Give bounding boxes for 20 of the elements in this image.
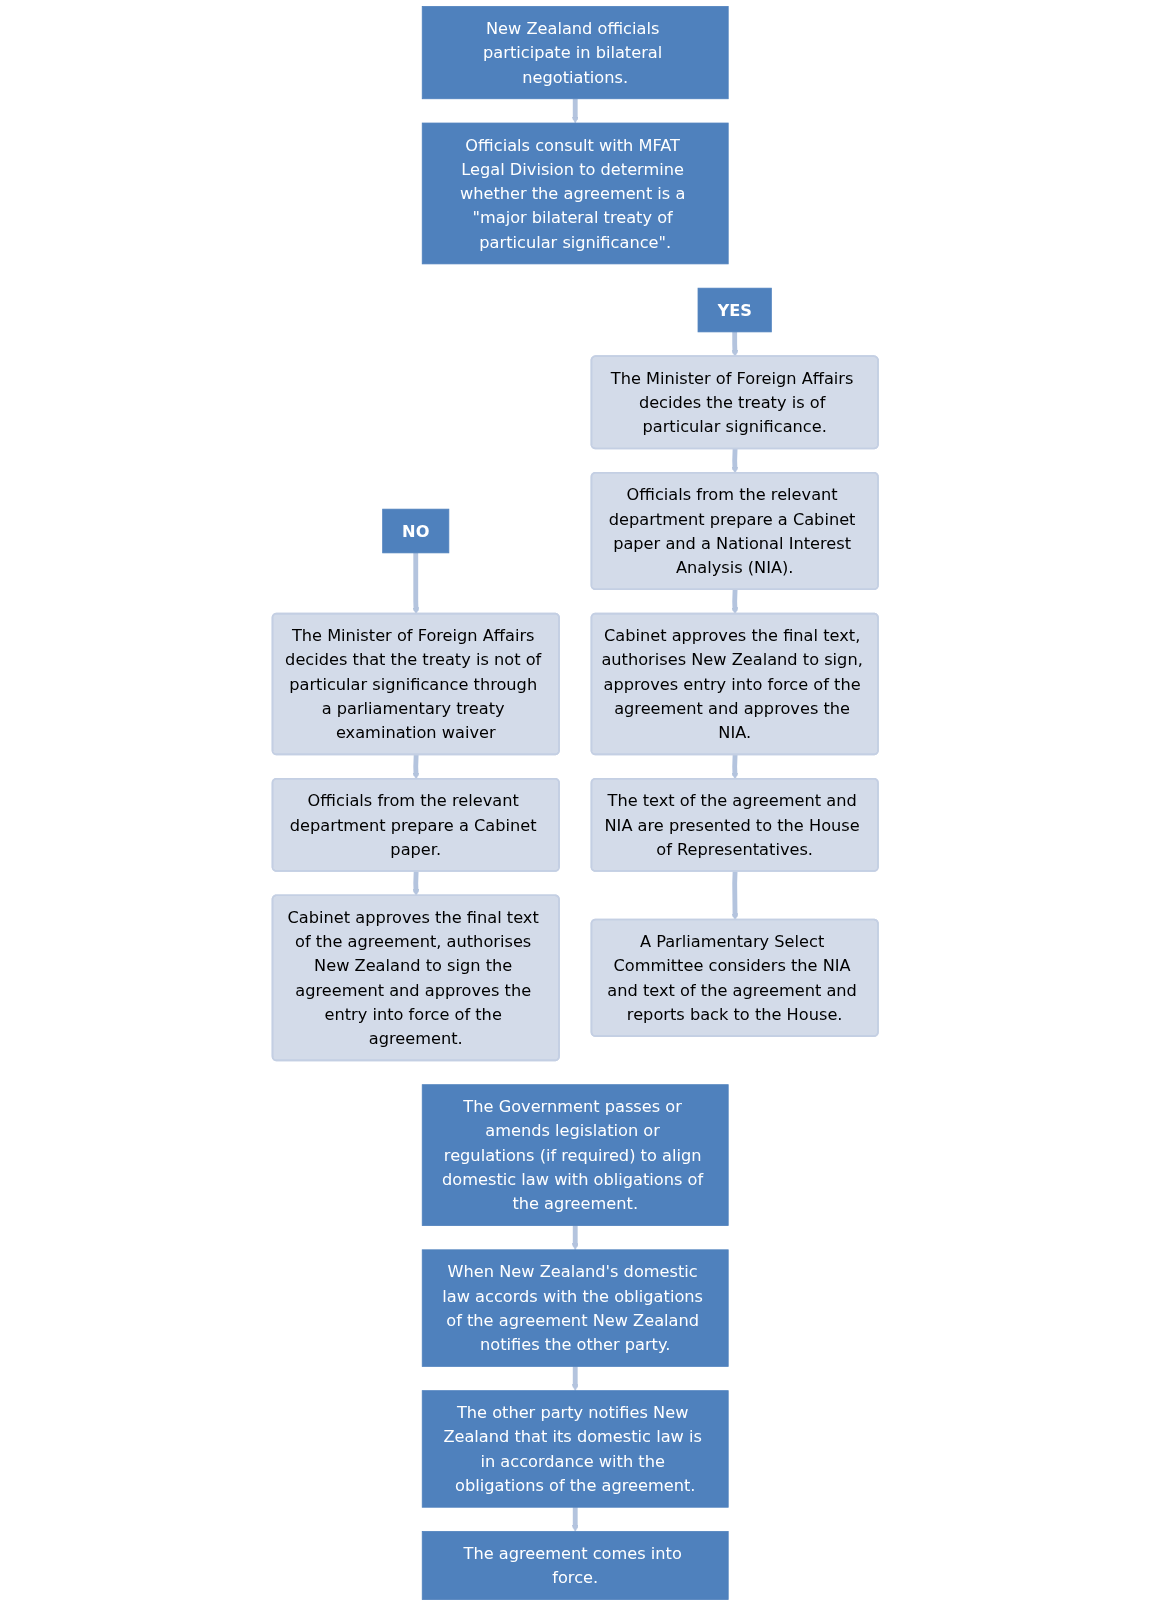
- node-box: Officials consult with MFAT Legal Division to determine whether the agreement is a "major bilateral treaty of particular significance".: [422, 122, 729, 265]
- arrow: [731, 331, 739, 357]
- arrow: [731, 754, 739, 780]
- node-box: The Government passes or amends legislation or regulations (if required) to align domestic law with obligations of the agreement.: [422, 1084, 729, 1226]
- arrow: [731, 871, 739, 921]
- arrow: [731, 448, 739, 474]
- arrow: [412, 552, 420, 615]
- arrow: [412, 754, 420, 780]
- arrow: [571, 98, 580, 124]
- arrow: [731, 589, 739, 615]
- arrow: [571, 1366, 580, 1391]
- node-box: NO: [382, 508, 450, 554]
- arrow: [571, 1507, 580, 1532]
- node-box: YES: [697, 287, 773, 333]
- node-box: New Zealand officials participate in bilateral negotiations.: [422, 6, 729, 100]
- node-box: When New Zealand's domestic law accords with the obligations of the agreement New Zealand notifies the other party.: [422, 1249, 729, 1367]
- arrow: [412, 871, 420, 896]
- node-box: The other party notifies New Zealand that its domestic law is in accordance with the obligations of the agreement.: [422, 1390, 729, 1508]
- node-box: The agreement comes into force.: [422, 1531, 729, 1600]
- arrow: [571, 1225, 580, 1251]
